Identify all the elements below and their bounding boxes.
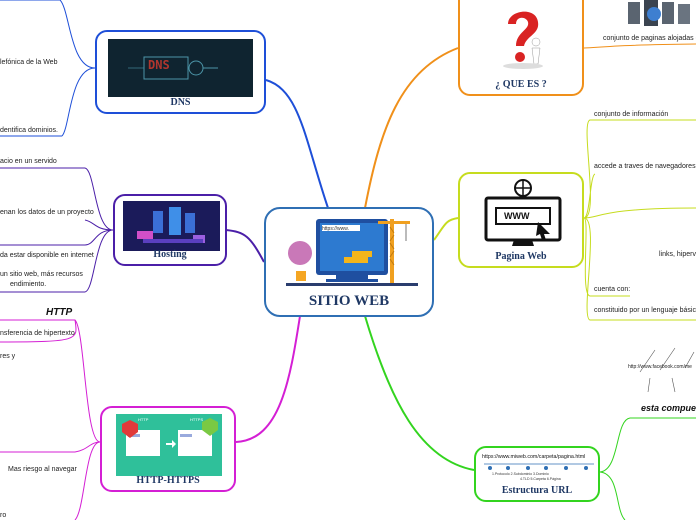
topic-estructura-url[interactable]: https://www.miweb.com/carpeta/pagina.htm… [474,446,600,502]
connector-estructura-url [364,315,475,471]
hosting-title: Hosting [153,249,187,260]
connector-hosting-leaves [0,167,114,293]
www-monitor-icon [484,179,562,246]
que-es-leaf-1: conjunto de paginas alojadas en u [603,35,696,42]
topic-http-https[interactable]: HTTP HTTPS HTTP-HTTPS [100,406,236,492]
http-leaf-2: res y [0,353,16,360]
server-cluster-image [628,0,690,26]
http-https-title: HTTP-HTTPS [136,475,200,486]
http-leaf-4: ro [0,512,7,519]
url-diagram-sketch [639,347,695,393]
pagina-web-leaf-2: accede a traves de navegadores [594,163,696,170]
dns-leaf-1: lefónica de la Web [0,59,58,66]
connector-que-leaves [583,43,696,49]
topic-pagina-web[interactable]: WWW Pagina Web [458,172,584,268]
connector-pagina-web [433,217,459,241]
estructura-url-title: Estructura URL [501,485,573,496]
website-building-illustration [286,219,418,286]
hosting-leaf-3: da estar disponible en internet [0,252,94,259]
connector-http-leaves [0,319,101,520]
dns-logo-text: DNS [148,58,170,72]
connector-hosting [225,229,265,263]
dns-logo-image [108,39,253,97]
url-sample-text: http://www.facebook.com/me [628,364,692,370]
url-legend-line-1: 1.Protocolo 2.Subdominio 3.Dominio [492,472,549,476]
pagina-web-leaf-3: links, hipervi [659,251,696,258]
hosting-leaf-4b: endimiento. [10,281,47,288]
pagina-web-title: Pagina Web [495,251,547,262]
www-screen-text: WWW [504,211,530,221]
pagina-web-leaf-5: constituido por un lenguaje básico [594,307,696,314]
url-heading: esta compues [641,403,696,413]
http-heading: HTTP [46,307,73,318]
connector-pagina-leaves [583,119,696,321]
http-badge-label: HTTP [138,417,149,422]
connector-que-es [364,47,459,209]
topic-hosting[interactable]: Hosting [113,194,227,266]
central-topic[interactable]: https://www. SITIO WEB [264,207,434,317]
pagina-web-leaf-1: conjunto de información [594,111,669,118]
topic-dns[interactable]: DNS DNS [95,30,266,114]
dns-leaf-2: dentifica dominios. [0,127,58,134]
https-badge-label: HTTPS [190,417,204,422]
url-legend-line-2: 4.TLD 5.Carpeta 6.Página [520,477,561,481]
connector-dns-leaves [0,0,96,137]
url-example-text: https://www.miweb.com/carpeta/pagina.htm… [482,454,586,460]
http-leaf-1: nsferencia de hipertexto [0,330,75,337]
hosting-leaf-1: acio en un servido [0,158,57,165]
dns-title: DNS [170,97,191,108]
topic-que-es[interactable]: ¿ QUE ES ? [458,0,584,96]
hosting-server-image [123,201,220,251]
http-to-https-image [116,414,222,476]
central-address-text: https://www. [322,226,349,232]
hosting-leaf-4a: un sitio web, más recursos [0,271,83,278]
que-es-title: ¿ QUE ES ? [495,79,547,90]
central-title: SITIO WEB [308,293,390,309]
pagina-web-leaf-4: cuenta con: [594,286,631,293]
hosting-leaf-2: enan los datos de un proyecto [0,209,94,216]
question-mark-image [503,11,543,69]
connector-dns [265,79,329,209]
connector-estructura-leaves [599,417,696,520]
http-leaf-3: Mas riesgo al navegar [8,466,77,473]
url-parts-diagram [484,463,594,470]
connector-http-https [235,315,301,443]
